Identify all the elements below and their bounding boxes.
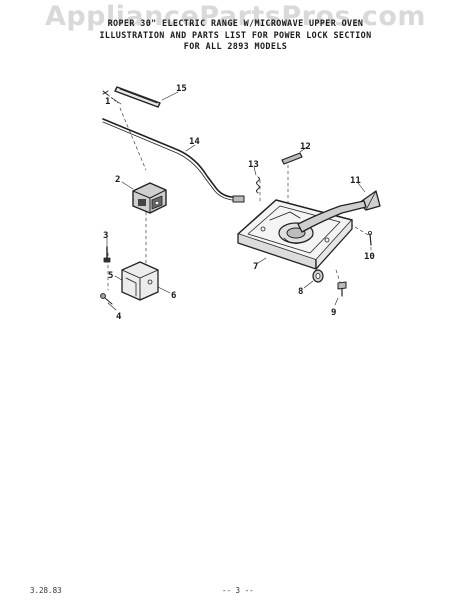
title-line-3: FOR ALL 2893 MODELS — [183, 41, 288, 51]
callout-3: 3 — [103, 231, 108, 241]
watermark: AppliancePartsPros.com — [44, 1, 427, 32]
part-5-bracket — [121, 261, 159, 301]
callout-9: 9 — [331, 308, 336, 318]
leader-15 — [161, 91, 179, 101]
part-1-screw — [102, 90, 119, 104]
part-13-spring — [256, 176, 260, 194]
title-line-1: ROPER 30" ELECTRIC RANGE W/MICROWAVE UPP… — [107, 18, 364, 28]
leader-7 — [257, 257, 267, 264]
leader-8 — [303, 280, 314, 289]
leader-12 — [299, 146, 308, 153]
callout-14: 14 — [189, 137, 200, 147]
part-9-bolt — [337, 281, 347, 297]
callout-13: 13 — [248, 160, 259, 170]
leader-6 — [157, 286, 171, 294]
callout-1: 1 — [105, 97, 110, 107]
part-10-pin — [367, 230, 372, 246]
leader-4 — [107, 302, 117, 311]
callout-12: 12 — [300, 142, 311, 152]
callout-2: 2 — [115, 175, 120, 185]
leader-14 — [185, 144, 196, 152]
callout-11: 11 — [350, 176, 361, 186]
title-line-2: ILLUSTRATION AND PARTS LIST FOR POWER LO… — [99, 29, 372, 40]
callout-6: 6 — [171, 291, 176, 301]
part-15-strip — [114, 86, 161, 108]
callout-10: 10 — [364, 252, 375, 262]
callout-5: 5 — [108, 271, 113, 281]
part-12-pin — [281, 152, 303, 165]
leader-2 — [121, 181, 134, 190]
footer-date: 3.28.83 — [30, 586, 62, 595]
part-4-screw — [100, 293, 113, 305]
callout-15: 15 — [176, 84, 187, 94]
footer-page-number: -- 3 -- — [222, 586, 254, 595]
part-8-washer — [312, 269, 324, 283]
callout-7: 7 — [253, 262, 258, 272]
leader-13 — [253, 166, 257, 176]
leader-11 — [357, 182, 366, 193]
diagram-title: ROPER 30" ELECTRIC RANGE W/MICROWAVE UPP… — [0, 18, 471, 53]
leader-9 — [334, 297, 339, 306]
callout-8: 8 — [298, 287, 303, 297]
leader-5 — [114, 275, 123, 281]
callout-4: 4 — [116, 312, 122, 322]
part-14-rod — [102, 118, 245, 203]
part-2-motor — [132, 182, 167, 214]
leader-1 — [111, 97, 122, 105]
part-3-screw — [103, 246, 111, 263]
part-7-plate-assembly — [237, 199, 367, 270]
